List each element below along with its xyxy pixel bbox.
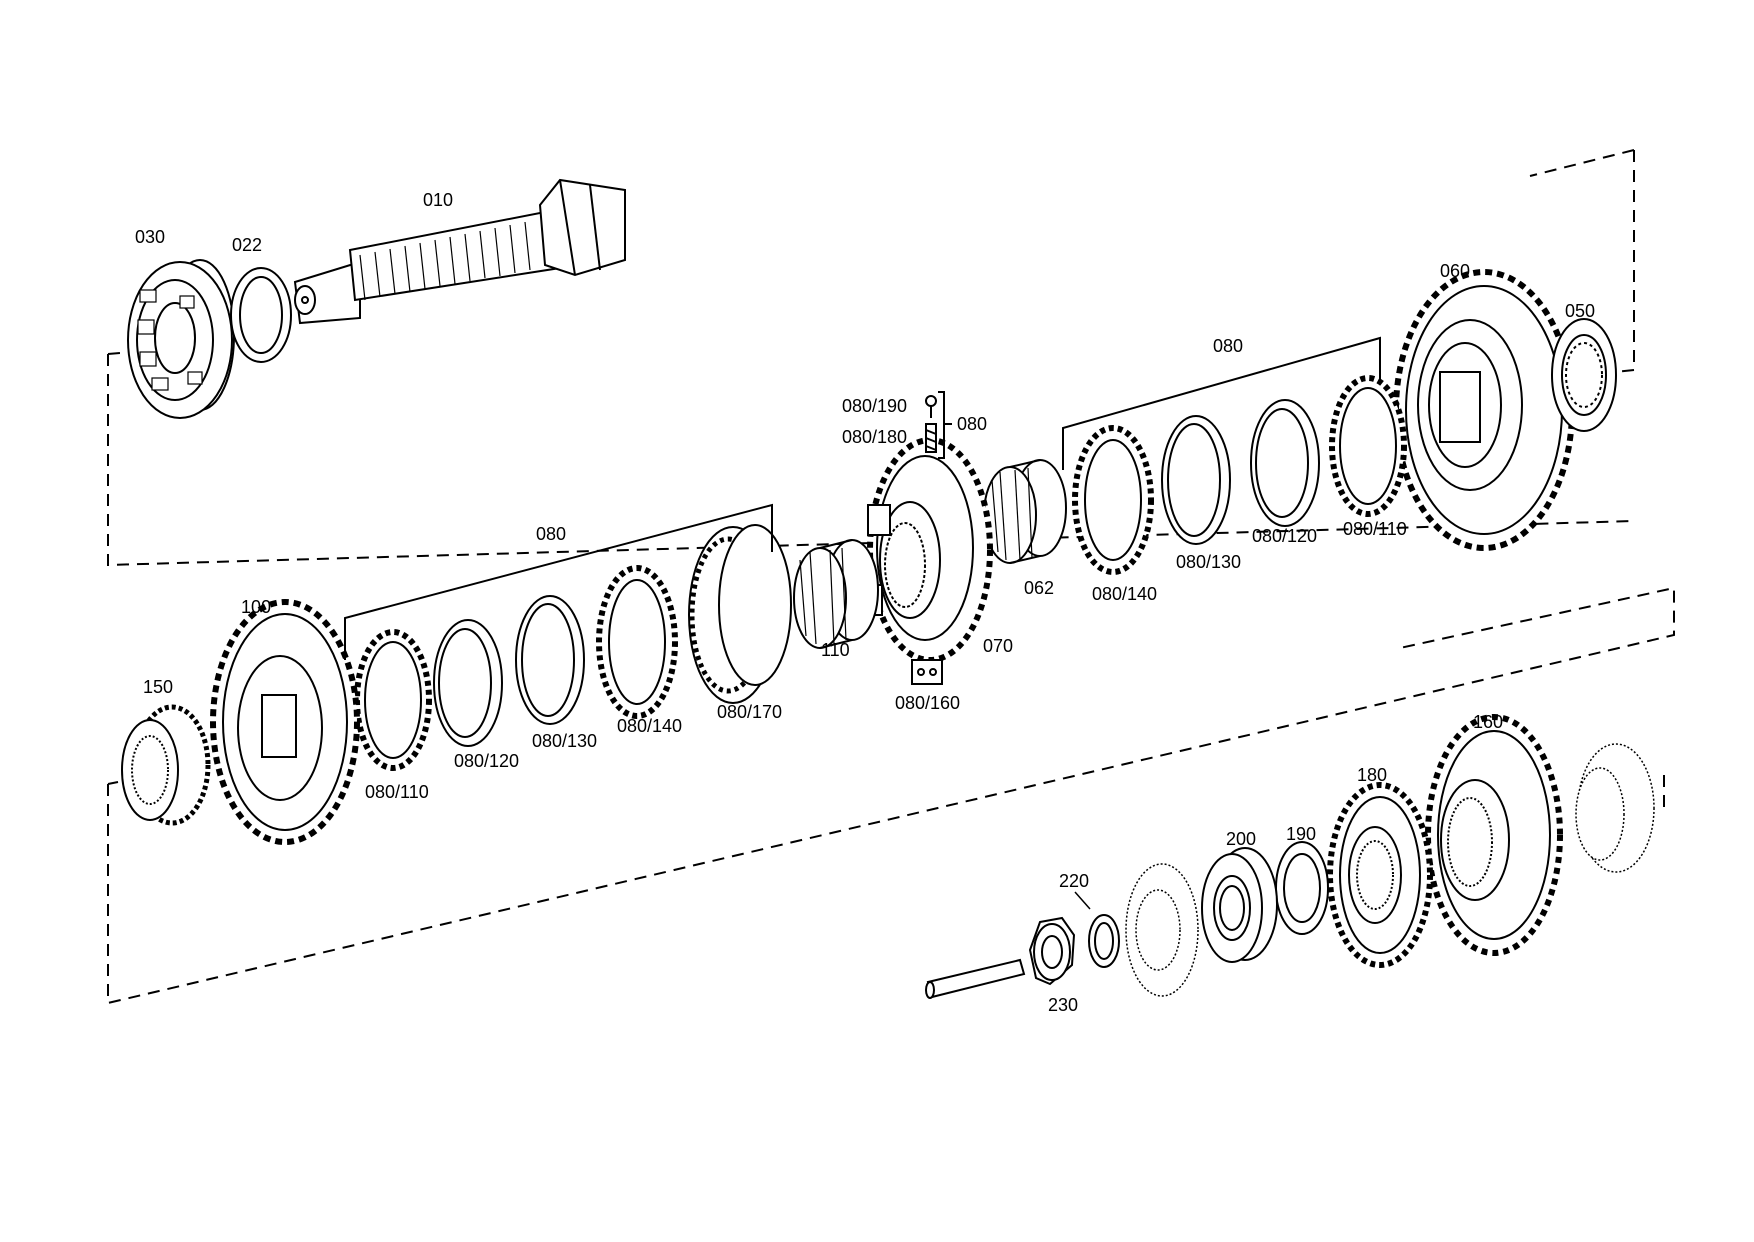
label-080-160: 080/160 — [895, 693, 961, 713]
ring-080-140-lower — [596, 565, 678, 719]
detent-block-080-160 — [911, 659, 943, 685]
gear-150 — [121, 704, 211, 826]
label-160: 160 — [1473, 712, 1504, 732]
label-030: 030 — [135, 227, 166, 247]
ring-080-130-lower — [515, 595, 585, 725]
cone-080-120-upper — [1250, 399, 1320, 527]
label-080-130-lower: 080/130 — [532, 731, 598, 751]
needle-bearing-110 — [793, 539, 879, 649]
washer-050 — [1551, 318, 1617, 432]
label-080-120-upper: 080/120 — [1252, 526, 1318, 546]
label-200: 200 — [1226, 829, 1257, 849]
bearing-200 — [1201, 847, 1278, 963]
washer-220 — [1088, 914, 1120, 968]
group-brackets — [344, 336, 1381, 660]
label-080-140-upper: 080/140 — [1092, 584, 1158, 604]
label-080-110-lower: 080/110 — [365, 782, 429, 802]
label-080-pin-group: 080 — [957, 414, 988, 434]
ring-080-130-upper — [1161, 415, 1231, 545]
washer-190 — [1275, 841, 1329, 935]
ring-080-140-upper — [1072, 425, 1154, 575]
label-080-170: 080/170 — [717, 702, 783, 722]
synchro-ring-080-110-lower — [354, 629, 432, 771]
synchro-hub-070 — [859, 437, 993, 663]
gear-180 — [1327, 782, 1433, 968]
label-080-190: 080/190 — [842, 396, 908, 416]
label-230: 230 — [1048, 995, 1079, 1015]
label-010: 010 — [423, 190, 454, 210]
label-070: 070 — [983, 636, 1014, 656]
label-180: 180 — [1357, 765, 1388, 785]
label-080-110-upper: 080/110 — [1343, 519, 1407, 539]
needle-bearing-062 — [983, 459, 1067, 564]
label-060: 060 — [1440, 261, 1471, 281]
label-110: 110 — [821, 640, 850, 660]
shaft-pin — [925, 958, 1026, 999]
leader-220 — [1074, 891, 1091, 910]
shaft-010 — [293, 178, 626, 325]
label-022: 022 — [232, 235, 263, 255]
pin-spring-080-190-180 — [925, 391, 952, 459]
label-080-180: 080/180 — [842, 427, 908, 447]
label-150: 150 — [143, 677, 174, 697]
bearing-030 — [127, 259, 235, 419]
needle-bearing-far-right — [1575, 743, 1655, 873]
label-080-120-lower: 080/120 — [454, 751, 520, 771]
label-050: 050 — [1565, 301, 1596, 321]
label-080-130-upper: 080/130 — [1176, 552, 1242, 572]
label-080-140-lower: 080/140 — [617, 716, 683, 736]
gear-060 — [1393, 269, 1575, 551]
gear-100 — [210, 599, 360, 845]
synchro-ring-080-110-upper — [1329, 375, 1407, 517]
nut-230 — [1028, 916, 1076, 986]
washer-022 — [230, 267, 292, 363]
label-080-lower-group: 080 — [536, 524, 567, 544]
label-080-upper-group: 080 — [1213, 336, 1244, 356]
label-100: 100 — [241, 597, 272, 617]
label-190: 190 — [1286, 824, 1317, 844]
sleeve-080-170 — [688, 524, 792, 704]
gear-160 — [1425, 714, 1563, 956]
gear-dotted-center — [1125, 863, 1199, 997]
label-062: 062 — [1024, 578, 1055, 598]
label-220: 220 — [1059, 871, 1090, 891]
cone-080-120-lower — [433, 619, 503, 747]
